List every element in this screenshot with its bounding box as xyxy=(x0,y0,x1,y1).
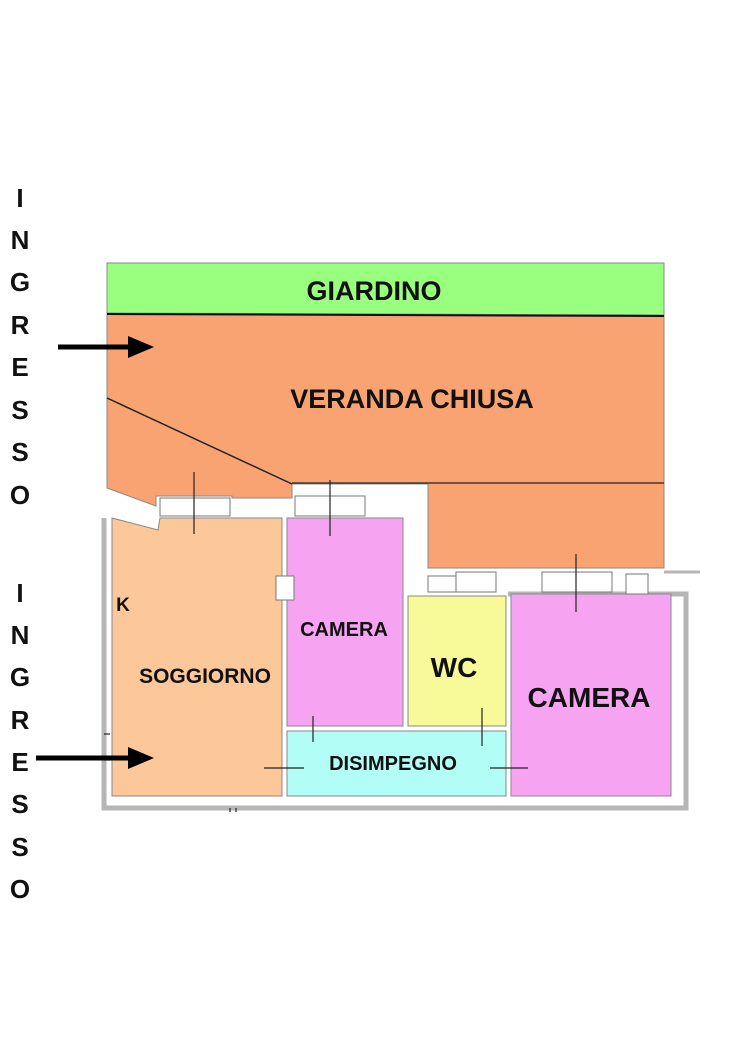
label-veranda-chiusa: VERANDA CHIUSA xyxy=(290,384,534,414)
arrow-icon xyxy=(36,747,154,769)
room-soggiorno xyxy=(111,517,283,797)
giardino-border-line xyxy=(106,313,665,317)
ingresso-letter: O xyxy=(10,874,30,904)
label-giardino: GIARDINO xyxy=(307,276,442,306)
ingresso-letter: R xyxy=(11,705,30,735)
ingresso-letter: N xyxy=(11,225,30,255)
room-giardino xyxy=(106,262,665,316)
ingresso-letter: R xyxy=(11,310,30,340)
windows xyxy=(159,495,649,601)
ingresso-top: I N G R E S S O xyxy=(10,183,30,510)
veranda-diagonal-line xyxy=(106,397,293,485)
room-wc xyxy=(407,595,507,727)
room-camera-large xyxy=(510,593,672,797)
ingresso-letter: N xyxy=(11,620,30,650)
ingresso-bottom: I N G R E S S O xyxy=(10,578,30,904)
ingresso-letter: I xyxy=(16,578,23,608)
ingresso-letter: S xyxy=(11,832,28,862)
label-camera-small: CAMERA xyxy=(300,619,388,641)
label-camera-large: CAMERA xyxy=(528,682,651,713)
ingresso-letter: S xyxy=(11,437,28,467)
ingresso-letter: G xyxy=(10,662,30,692)
ingresso-letter: S xyxy=(11,789,28,819)
ingresso-letter: I xyxy=(16,183,23,213)
label-wc: WC xyxy=(431,652,478,683)
ingresso-letter: E xyxy=(11,747,28,777)
ingresso-letter: O xyxy=(10,480,30,510)
ingresso-letter: G xyxy=(10,267,30,297)
label-kitchen: K xyxy=(116,595,130,616)
ingresso-letter: E xyxy=(11,352,28,382)
room-camera-small xyxy=(286,517,404,727)
ingresso-letter: S xyxy=(11,395,28,425)
label-disimpegno: DISIMPEGNO xyxy=(329,753,457,775)
room-veranda-chiusa xyxy=(106,312,665,569)
arrow-icon xyxy=(58,336,154,358)
label-soggiorno: SOGGIORNO xyxy=(139,665,271,688)
tick-marks xyxy=(104,472,577,812)
room-disimpegno xyxy=(286,730,507,797)
